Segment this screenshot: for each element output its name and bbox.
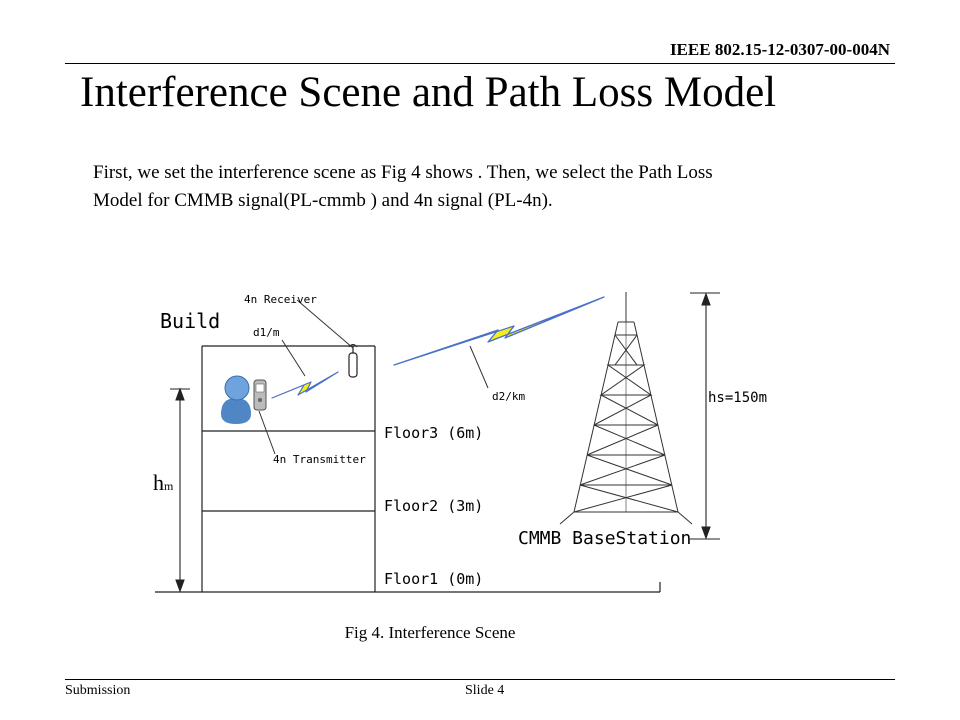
short-lightning-signal-icon (271, 371, 339, 399)
document-id: IEEE 802.15-12-0307-00-004N (669, 40, 890, 59)
label-d2: d2/km (492, 390, 525, 403)
header-rule (65, 63, 895, 64)
label-hm-sub: m (164, 479, 174, 493)
label-floor1: Floor1 (0m) (384, 570, 483, 588)
phone-icon (253, 379, 267, 411)
leader-lines (258, 299, 489, 455)
body-line-1: First, we set the interference scene as … (93, 162, 713, 183)
tower-icon (559, 292, 693, 525)
footer-slide-number: Slide 4 (465, 683, 505, 698)
height-marker-hs (690, 292, 720, 540)
building (155, 345, 661, 593)
label-d1: d1/m (253, 326, 280, 339)
body-text: First, we set the interference scene as … (93, 159, 893, 215)
footer-submission: Submission (65, 683, 131, 698)
label-transmitter: 4n Transmitter (273, 453, 366, 466)
slide-title: Interference Scene and Path Loss Model (80, 69, 777, 116)
label-hm: hm (153, 470, 174, 495)
receiver-antenna-icon (348, 344, 358, 378)
height-marker-hm (170, 387, 190, 593)
body-line-2: Model for CMMB signal(PL-cmmb ) and 4n s… (93, 190, 553, 211)
label-basestation: CMMB BaseStation (518, 528, 691, 549)
person-icon (221, 375, 251, 424)
footer-rule (65, 679, 895, 680)
lightning-signal-icon (393, 296, 605, 366)
label-hm-main: h (153, 470, 164, 495)
figure-caption: Fig 4. Interference Scene (344, 623, 516, 642)
label-hs: hs=150m (708, 390, 767, 406)
label-floor2: Floor2 (3m) (384, 497, 483, 515)
label-floor3: Floor3 (6m) (384, 424, 483, 442)
label-receiver: 4n Receiver (244, 293, 317, 306)
label-build: Build (160, 309, 220, 333)
